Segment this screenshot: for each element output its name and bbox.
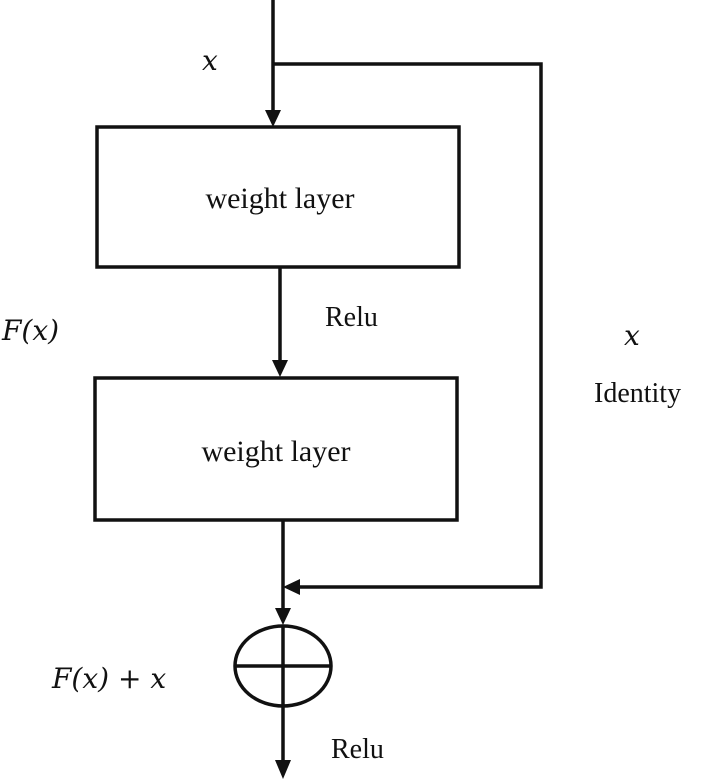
- middle-arrow-head: [272, 360, 288, 377]
- shortcut-variable-label: x: [624, 319, 640, 352]
- output-arrow-head: [275, 760, 291, 779]
- weight-layer-2: [93, 376, 459, 522]
- relu-output-label: Relu: [331, 734, 384, 765]
- input-arrow-head: [265, 110, 281, 127]
- sum-input-arrow-head: [275, 608, 291, 625]
- weight-layer-2-label: weight layer: [201, 435, 350, 468]
- relu-middle-label: Relu: [325, 302, 378, 333]
- weight-layer-1-label: weight layer: [205, 182, 354, 215]
- sum-label: F(x) + x: [51, 662, 166, 695]
- weight-layer-1: [95, 125, 461, 269]
- residual-function-label: F(x): [1, 314, 59, 347]
- identity-label: Identity: [594, 378, 681, 409]
- identity-shortcut-line: [273, 62, 543, 589]
- input-label: x: [202, 44, 218, 77]
- identity-shortcut-arrow-head: [283, 579, 300, 595]
